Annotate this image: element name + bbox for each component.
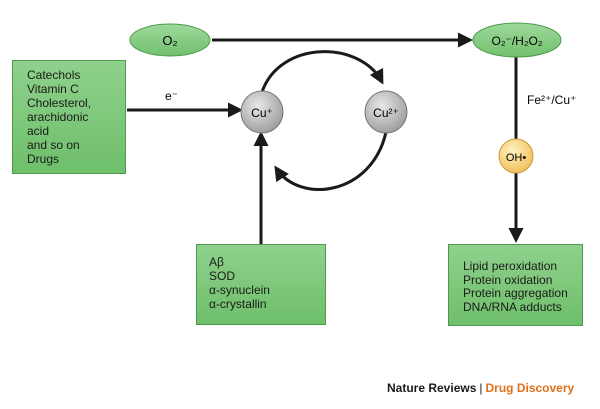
superoxide-node — [472, 22, 562, 58]
cu1-node — [240, 90, 284, 134]
sources-line: Cholesterol, — [27, 96, 92, 110]
sources-line: Drugs — [27, 152, 60, 166]
protein-line: Aβ — [209, 255, 224, 269]
arrow-cu1-to-cu2 — [260, 50, 384, 93]
proteins-box: Aβ SOD α-synuclein α-crystallin — [196, 244, 326, 325]
journal-section: Drug Discovery — [485, 381, 575, 395]
protein-line: SOD — [209, 269, 236, 283]
damage-box: Lipid peroxidation Protein oxidation Pro… — [448, 244, 583, 326]
credit-separator: | — [479, 381, 483, 395]
sources-line: Catechols — [27, 68, 81, 82]
protein-line: α-synuclein — [209, 283, 270, 297]
cu2-node — [364, 90, 408, 134]
oxygen-node — [129, 23, 211, 57]
sources-box: Catechols Vitamin C Cholesterol, arachid… — [12, 60, 126, 174]
arrow-cu2-to-cu1 — [274, 131, 388, 191]
journal-name: Nature Reviews — [387, 381, 477, 395]
sources-line: and so on — [27, 138, 80, 152]
hydroxyl-node — [498, 138, 534, 174]
oxygen-label: O₂ — [162, 33, 177, 48]
journal-credit: Nature Reviews|Drug Discovery — [387, 381, 574, 395]
sources-line: arachidonic — [27, 110, 89, 124]
damage-line: Lipid peroxidation — [463, 259, 558, 273]
damage-line: Protein oxidation — [463, 272, 553, 287]
electron-label: e⁻ — [165, 89, 178, 103]
hydroxyl-label: OH• — [506, 152, 527, 164]
sources-line: acid — [27, 124, 50, 138]
protein-line: α-crystallin — [209, 297, 267, 311]
damage-line: Protein aggregation — [463, 286, 568, 300]
cu1-label: Cu⁺ — [251, 106, 273, 120]
sources-line: Vitamin C — [27, 82, 79, 96]
damage-line: DNA/RNA adducts — [463, 299, 562, 314]
catalyst-label: Fe²⁺/Cu⁺ — [527, 93, 576, 107]
superoxide-label: O₂⁻/H₂O₂ — [492, 34, 543, 48]
cu2-label: Cu²⁺ — [373, 106, 399, 120]
